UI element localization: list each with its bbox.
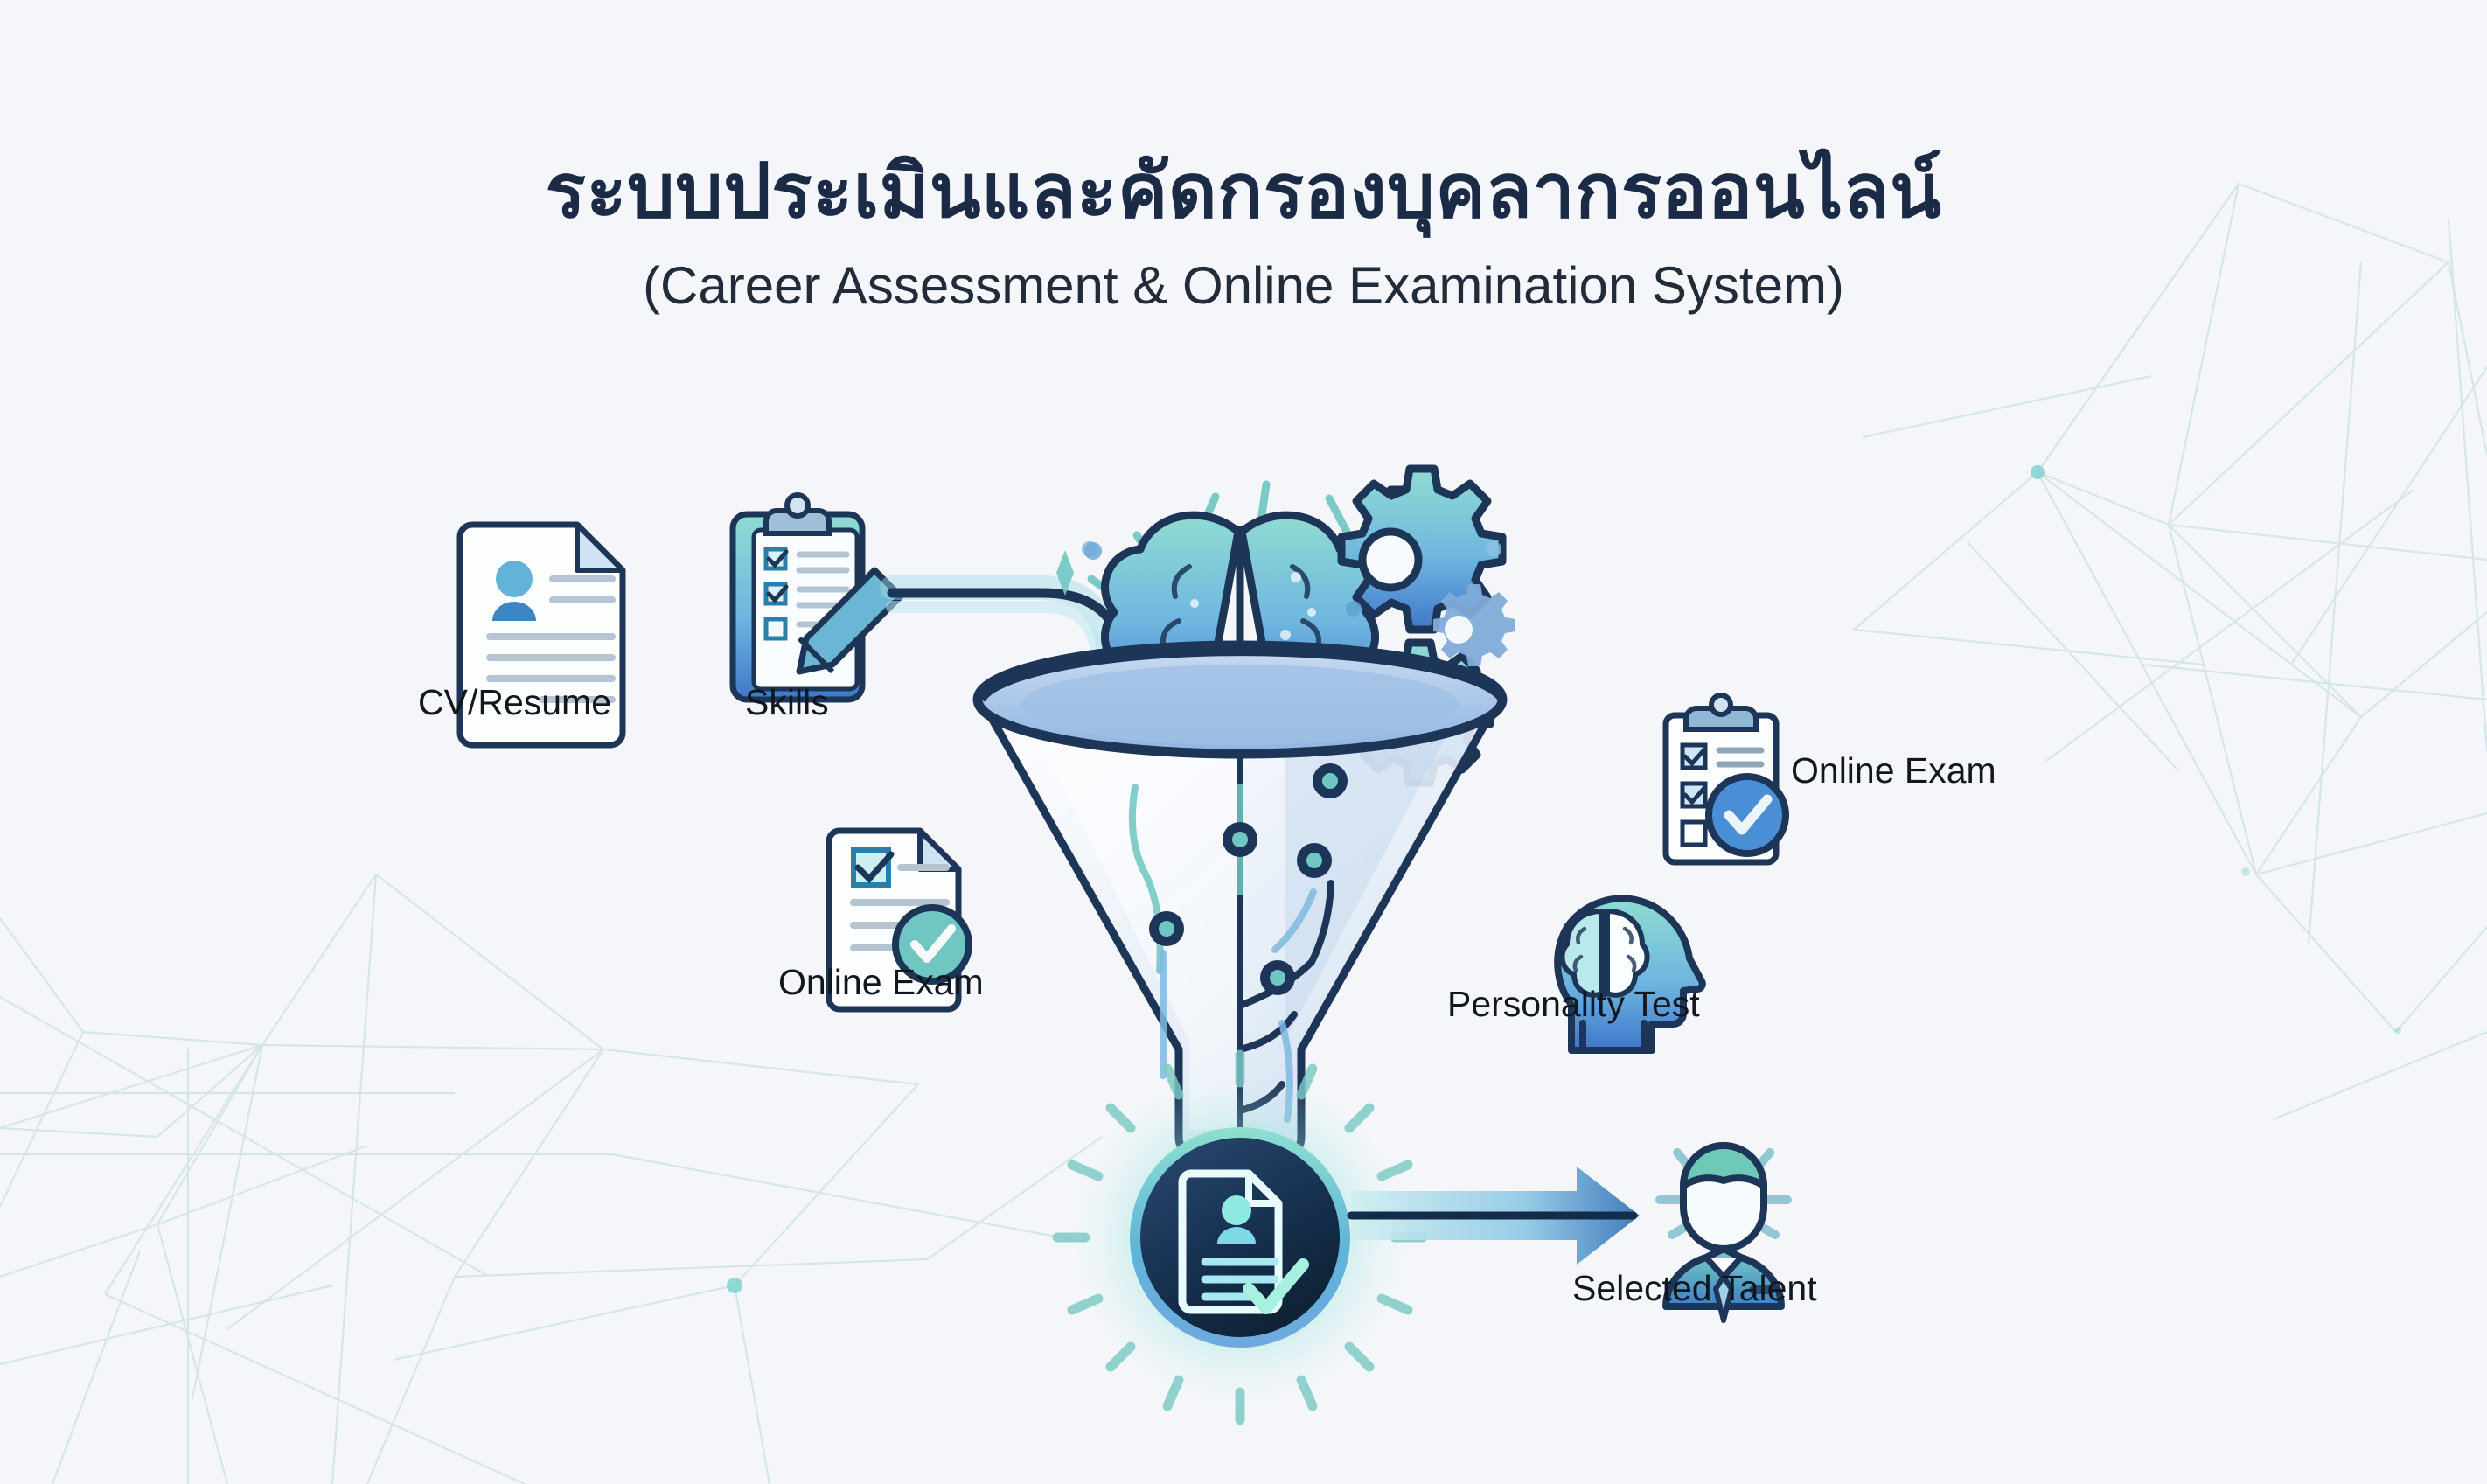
page-title-thai: ระบบประเมินและคัดกรองบุคลากรออนไลน์ — [545, 150, 1942, 233]
gear-icon-small — [1433, 584, 1515, 666]
label-skills: Skills — [745, 682, 829, 722]
dot-decoration — [1486, 541, 1501, 557]
profile-approved-icon — [1178, 1169, 1309, 1314]
dot-decoration — [1082, 541, 1097, 557]
online-exam-right-icon — [1662, 693, 1789, 866]
poster-headings: ระบบประเมินและคัดกรองบุคลากรออนไลน์ (Car… — [0, 149, 2487, 317]
label-online-exam-right: Online Exam — [1791, 750, 1996, 791]
result-node — [1052, 1049, 1428, 1425]
label-selected-talent: Selected Talent — [1572, 1268, 1817, 1308]
skills-clipboard-icon — [729, 492, 904, 703]
label-cv-resume: CV/Resume — [418, 682, 612, 722]
arrow-right-icon — [1347, 1167, 1640, 1265]
personality-test-head-brain-icon — [1554, 895, 1706, 1054]
dot-decoration — [1346, 601, 1362, 617]
selected-talent-icon — [1655, 1141, 1792, 1323]
label-personality-test: Personality Test — [1447, 984, 1700, 1024]
gear-icon-large — [1337, 464, 1507, 634]
cv-resume-icon — [456, 521, 626, 749]
label-online-exam-left: Online Exam — [778, 962, 984, 1002]
page-subtitle-english: (Career Assessment & Online Examination … — [643, 255, 1844, 315]
online-exam-left-icon — [826, 827, 972, 1013]
